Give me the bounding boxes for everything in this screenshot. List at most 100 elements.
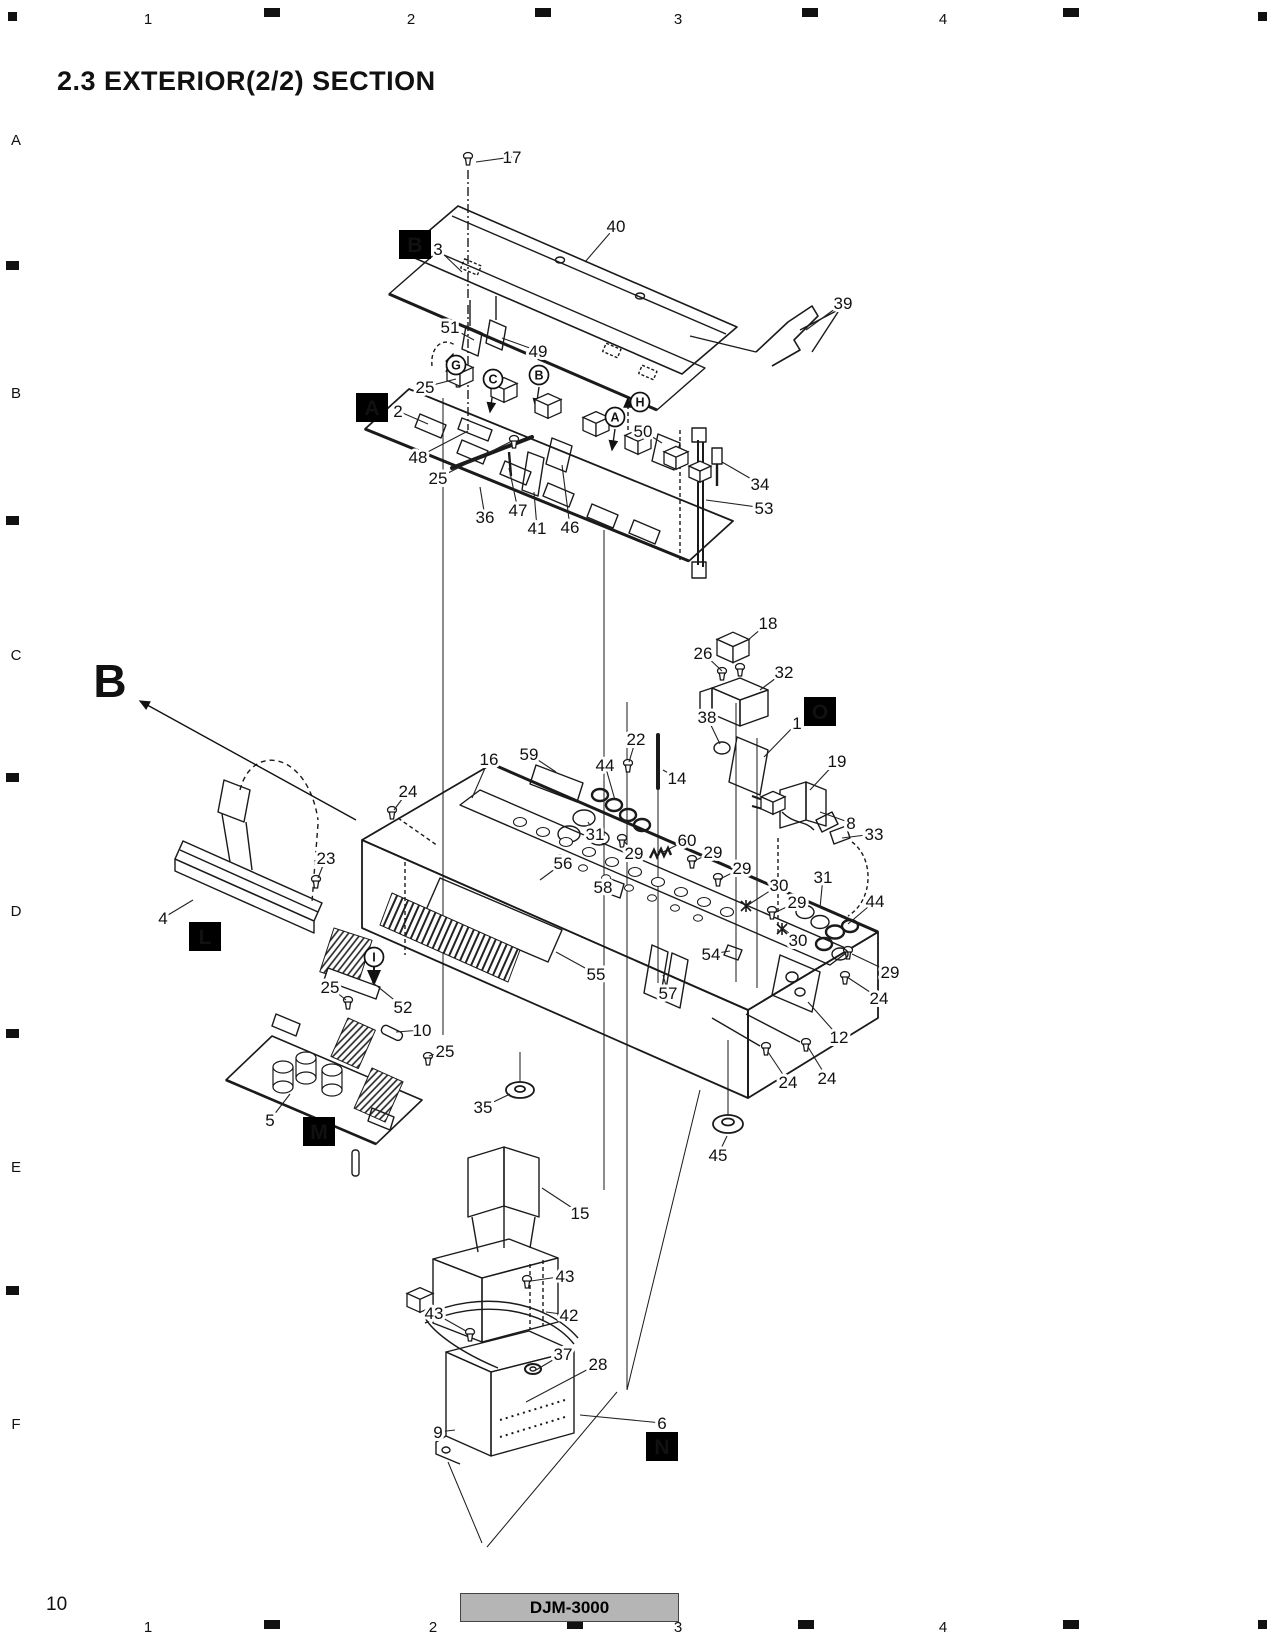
jack-hole — [578, 864, 588, 872]
boxed-letter-text: B — [407, 234, 422, 257]
part-number-label: 33 — [865, 825, 884, 844]
part-number-label: 29 — [625, 844, 644, 863]
leader-line — [763, 722, 798, 758]
leader-line — [819, 876, 824, 909]
leader-line — [747, 884, 780, 906]
screw-icon — [521, 1274, 533, 1289]
leader-line — [555, 951, 597, 975]
part-number-label: 29 — [704, 843, 723, 862]
grid-number-top: 2 — [407, 11, 415, 28]
part-number-label: 57 — [659, 984, 678, 1003]
grid-corner-mark — [1258, 12, 1267, 21]
leader-line — [747, 622, 769, 641]
part-number-label: 44 — [866, 892, 885, 911]
circled-letter — [363, 946, 385, 968]
top-cover-panel — [402, 170, 738, 430]
circled-letter-text: H — [635, 396, 644, 410]
leader-line — [471, 758, 490, 799]
grid-tick — [6, 1286, 19, 1295]
leader-line — [851, 953, 891, 973]
leader-line — [717, 1135, 728, 1156]
screw-icon — [686, 854, 698, 869]
ring-nut-icon — [795, 904, 815, 920]
circled-letter — [528, 364, 550, 386]
part-number-label: 32 — [775, 663, 794, 682]
part-number-label: 55 — [587, 965, 606, 984]
ring-nut-icon — [618, 807, 638, 823]
screw-icon — [622, 758, 634, 773]
leader-line — [807, 1046, 828, 1079]
component-cube — [715, 631, 751, 664]
transformer-assembly — [423, 1146, 579, 1465]
leader-line — [508, 467, 519, 511]
leader-line — [642, 430, 663, 444]
jack-hole — [624, 884, 634, 892]
part-number-label: 22 — [627, 730, 646, 749]
part-number-label: 24 — [818, 1069, 837, 1088]
leader-line — [437, 1429, 456, 1433]
component-cube — [759, 790, 787, 816]
jack-hole — [647, 894, 657, 902]
leader-line — [623, 840, 635, 854]
jack-hole — [650, 876, 666, 888]
ring-nut-icon — [604, 797, 624, 813]
grid-letter-side: B — [11, 385, 21, 402]
leader-line — [528, 753, 557, 773]
part-number-label: 29 — [788, 893, 807, 912]
part-number-label: 18 — [759, 614, 778, 633]
screw-icon — [766, 905, 778, 920]
inlet-bracket — [711, 954, 821, 1047]
part-number-label: 53 — [755, 499, 774, 518]
leader-line — [428, 1050, 446, 1057]
capacitor-icon — [272, 1060, 294, 1094]
part-number-label: 56 — [554, 854, 573, 873]
circled-letter — [482, 368, 504, 390]
leader-lines — [138, 156, 891, 1433]
grid-tick — [264, 8, 280, 17]
part-number-label: 31 — [814, 868, 833, 887]
boxed-letter — [303, 1117, 335, 1146]
leader-line — [759, 671, 785, 691]
part-number-label: 35 — [474, 1098, 493, 1117]
part-number-label: 29 — [881, 963, 900, 982]
ring-nut-icon — [588, 830, 610, 846]
boxed-letter — [189, 922, 221, 951]
leader-line — [269, 1093, 291, 1121]
screw-icon — [616, 833, 628, 848]
model-badge: DJM-3000 — [460, 1593, 679, 1622]
view-direction-arrow — [138, 700, 357, 821]
grid-letter-side: C — [11, 647, 22, 664]
circled-letter-text: G — [451, 359, 461, 373]
leader-line — [482, 1093, 511, 1108]
leader-line — [433, 1312, 467, 1332]
power-supply-pcb — [225, 927, 423, 1177]
leader-line — [846, 976, 880, 999]
component-cube — [687, 460, 713, 484]
model-name: DJM-3000 — [529, 1597, 610, 1617]
part-number-label: 8 — [846, 814, 855, 833]
part-number-label: 23 — [317, 849, 336, 868]
part-number-label: 39 — [834, 294, 853, 313]
boxed-letter — [399, 230, 431, 259]
grid-number-bottom: 3 — [674, 1619, 682, 1636]
ring-nut-icon — [814, 936, 834, 952]
leader-line — [449, 326, 475, 341]
jack-hole — [601, 874, 611, 882]
part-number-label: 17 — [503, 148, 522, 167]
part-number-label: 2 — [393, 402, 402, 421]
washer-icon — [740, 900, 752, 912]
leader-line — [702, 652, 723, 672]
circled-letter-text: I — [372, 951, 375, 965]
leader-line — [604, 764, 616, 801]
part-number-label: 25 — [429, 469, 448, 488]
leader-line — [819, 811, 852, 824]
boxed-letter-text: A — [364, 397, 379, 420]
power-switch-assembly — [656, 677, 827, 829]
jack-hole — [581, 846, 597, 858]
leader-line — [561, 464, 571, 528]
grid-corner-mark — [1258, 1620, 1267, 1629]
leader-line — [693, 851, 714, 862]
part-number-label: 52 — [394, 998, 413, 1017]
leader-line — [417, 430, 469, 458]
